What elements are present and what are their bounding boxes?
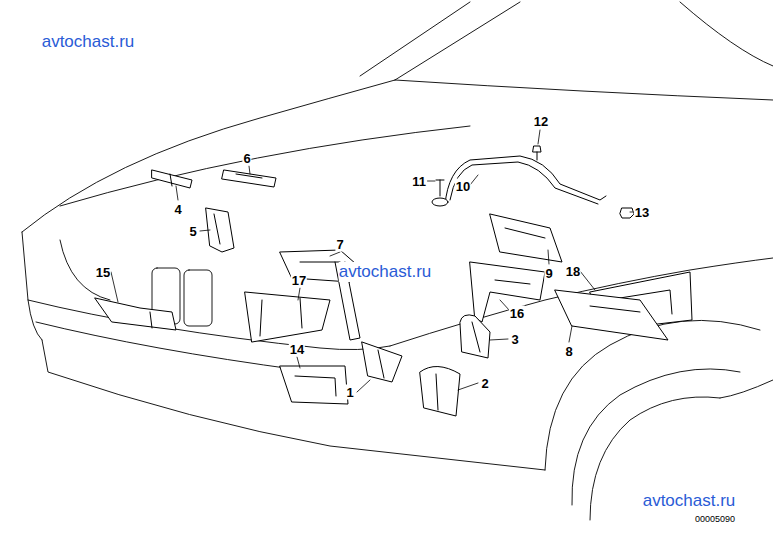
callout-number: 11 (411, 174, 427, 189)
callout-number: 7 (335, 237, 344, 252)
watermark: avtochast.ru (42, 32, 135, 52)
leader-lines (111, 130, 635, 392)
watermark: avtochast.ru (643, 491, 736, 511)
callout-number: 8 (564, 344, 573, 359)
callout-number: 12 (533, 114, 549, 129)
diagram-id: 00005090 (695, 514, 735, 524)
callout-number: 17 (291, 273, 307, 288)
car-outline (22, 2, 773, 520)
callout-number: 3 (510, 332, 519, 347)
callout-number: 4 (173, 202, 182, 217)
callout-number: 2 (480, 376, 489, 391)
callout-number: 9 (544, 266, 553, 281)
callout-number: 1 (345, 385, 354, 400)
callout-number: 18 (565, 264, 581, 279)
callout-number: 16 (509, 306, 525, 321)
watermark: avtochast.ru (339, 262, 432, 282)
callout-number: 14 (289, 342, 305, 357)
parts (95, 146, 692, 416)
callout-number: 5 (188, 224, 197, 239)
callout-number: 13 (634, 205, 650, 220)
callout-number: 15 (95, 265, 111, 280)
callout-number: 10 (455, 179, 471, 194)
callout-number: 6 (242, 151, 251, 166)
